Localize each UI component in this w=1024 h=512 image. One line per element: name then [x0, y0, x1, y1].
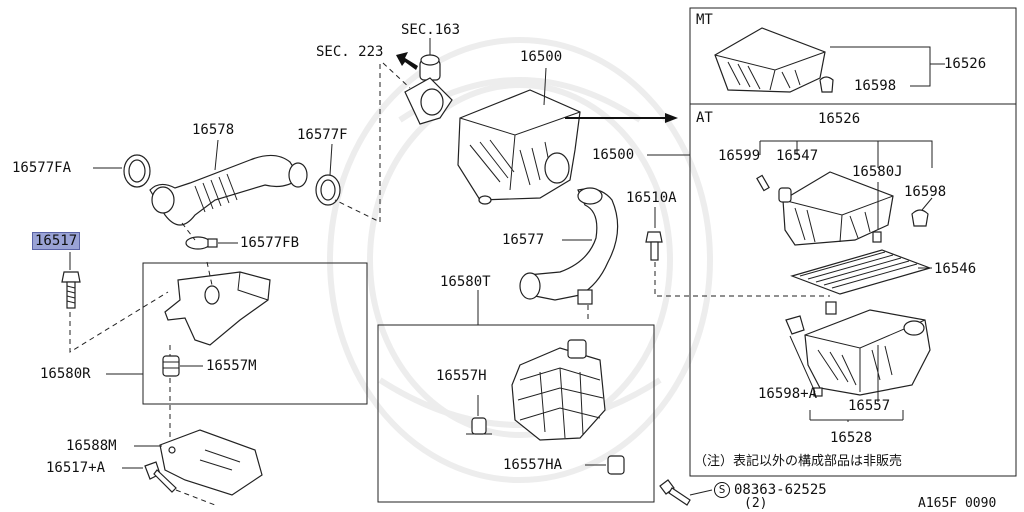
non-sale-note: （注）表記以外の構成部品は非販売 [694, 454, 903, 469]
label-16577fa: 16577FA [12, 160, 72, 176]
label-at-16546: 16546 [934, 261, 977, 277]
at-pin-16599 [756, 174, 770, 192]
box-16580r [142, 262, 368, 405]
label-at-16526: 16526 [818, 111, 861, 127]
resonator-16580r [164, 271, 271, 346]
clamp-16577fb [185, 236, 218, 250]
label-at-16598a: 16598+A [758, 386, 818, 402]
bolt-quantity: (2) [744, 496, 768, 511]
label-16557ha: 16557HA [503, 457, 563, 473]
grommet-16598a [785, 315, 805, 335]
bracket-16588m [159, 429, 263, 496]
air-filter-16546 [790, 249, 932, 295]
grommet-16557m [162, 355, 180, 377]
label-16517-highlighted[interactable]: 16517 [32, 232, 81, 250]
diagram-id: A165F 0090 [918, 496, 997, 511]
air-cleaner-16500 [457, 89, 581, 205]
at-clip-16598 [911, 209, 929, 227]
label-mt-16526: 16526 [944, 56, 987, 72]
mt-section-title: MT [696, 12, 713, 28]
duct-16577 [519, 187, 619, 305]
watermark-emblem [327, 37, 713, 483]
at-section-title: AT [696, 110, 713, 126]
label-sec223: SEC. 223 [316, 44, 384, 60]
mt-cover-16526 [714, 27, 826, 93]
bolt-08363 [659, 479, 691, 506]
circled-s-icon: S [714, 482, 730, 498]
label-16588m: 16588M [66, 438, 117, 454]
at-seal-16547 [778, 187, 792, 203]
label-16580t: 16580T [440, 274, 491, 290]
label-16557h: 16557H [436, 368, 487, 384]
label-mt-16598: 16598 [854, 78, 897, 94]
variant-panel [689, 7, 1017, 477]
mt-clip-16598 [819, 76, 834, 93]
at-clip-16580j [872, 231, 882, 243]
label-16580r: 16580R [40, 366, 91, 382]
bolt-16510a [645, 231, 663, 261]
label-16500-right: 16500 [592, 147, 635, 163]
intake-hose-16578 [149, 154, 308, 226]
label-16577fb: 16577FB [240, 235, 300, 251]
bolt-part-number: 08363-62525 [734, 482, 827, 498]
label-16557m: 16557M [206, 358, 257, 374]
box-16580t [377, 324, 655, 503]
label-16577: 16577 [502, 232, 545, 248]
label-16577f: 16577F [297, 127, 348, 143]
label-16510a: 16510A [626, 190, 677, 206]
label-sec163: SEC.163 [401, 22, 461, 38]
at-cover-16526 [782, 171, 894, 246]
label-16517a: 16517+A [46, 460, 106, 476]
direction-arrow-icon [396, 52, 418, 70]
valve-sec163 [419, 54, 441, 81]
label-16500-top: 16500 [520, 49, 563, 65]
label-at-16528: 16528 [830, 430, 873, 446]
bolt-16517 [61, 271, 81, 309]
label-at-16599: 16599 [718, 148, 761, 164]
label-at-16547: 16547 [776, 148, 819, 164]
bolt-16517a [144, 461, 177, 493]
clamp-16577fa [123, 154, 151, 188]
duct-flange [404, 77, 453, 125]
grommet-16557ha [607, 455, 625, 475]
clamp-16577f [315, 174, 341, 206]
label-at-16557: 16557 [848, 398, 891, 414]
lower-case-16528 [804, 301, 931, 397]
label-16578: 16578 [192, 122, 235, 138]
resonator-16580t [511, 339, 606, 441]
label-at-16598: 16598 [904, 184, 947, 200]
grommet-16557h [466, 417, 492, 435]
label-at-16580j: 16580J [852, 164, 903, 180]
